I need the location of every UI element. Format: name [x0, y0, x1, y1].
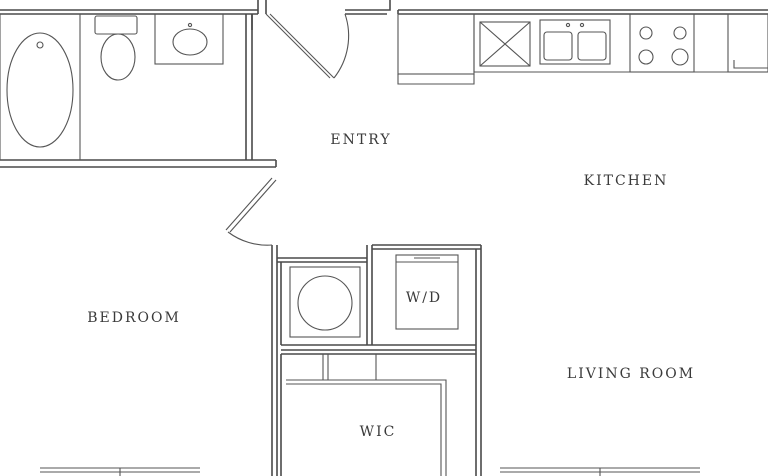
toilet-icon — [94, 15, 138, 35]
room-label-washer-dryer: W/D — [405, 290, 443, 306]
bathtub-icon — [0, 13, 81, 161]
room-label-entry: ENTRY — [330, 132, 392, 148]
doors — [225, 13, 350, 246]
laundry-fixtures — [289, 254, 459, 338]
room-label-wic: WIC — [359, 424, 397, 440]
washer-dryer-icon — [395, 254, 459, 330]
room-label-living-room: LIVING ROOM — [566, 366, 696, 382]
sink-icon — [154, 13, 224, 65]
stove-icon — [629, 13, 695, 73]
room-label-bedroom: BEDROOM — [87, 310, 181, 326]
oven-icon — [727, 13, 768, 73]
bathroom-fixtures — [0, 13, 224, 161]
kitchen-fixtures — [397, 13, 768, 85]
water-heater-icon — [289, 266, 361, 338]
kitchen-sink-icon — [539, 19, 611, 65]
dishwasher-icon — [479, 21, 531, 67]
room-label-kitchen: KITCHEN — [583, 173, 669, 189]
refrigerator-icon — [397, 13, 475, 75]
